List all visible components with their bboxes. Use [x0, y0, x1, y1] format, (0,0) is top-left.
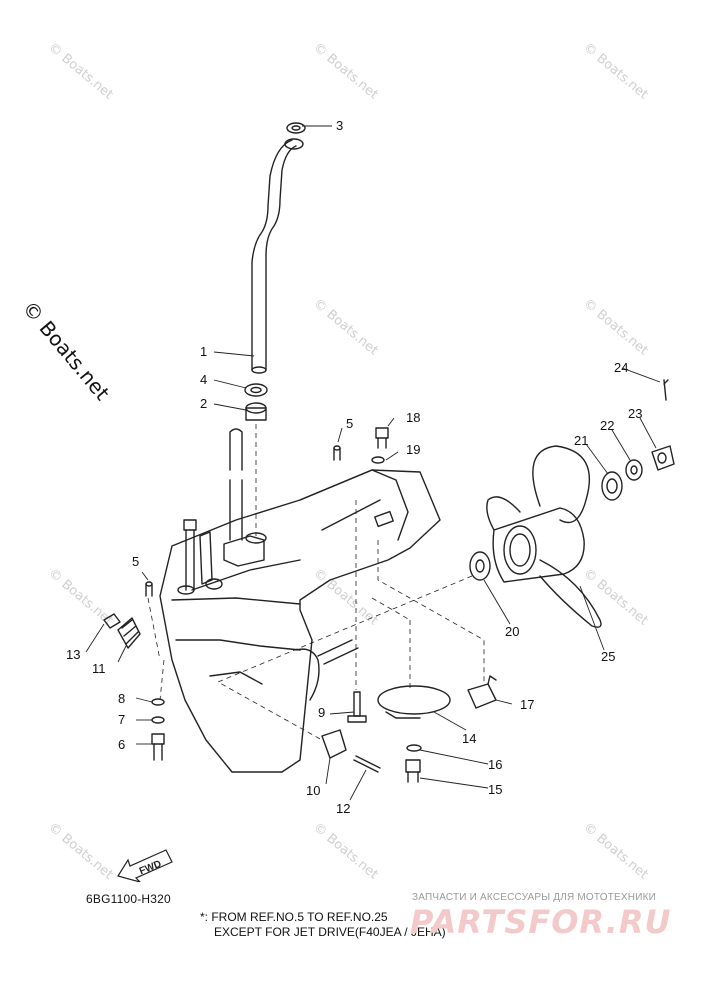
- callout-number: 15: [488, 782, 503, 797]
- callout-number: 13: [66, 647, 81, 662]
- callout-number: 7: [118, 712, 126, 727]
- callout-number: 4: [200, 372, 208, 387]
- callout-number: 5: [132, 554, 140, 569]
- brand-logo: PARTSFOR.RU: [410, 903, 672, 941]
- callout-number: 23: [628, 406, 643, 421]
- callout-number: 17: [520, 697, 535, 712]
- brand-tagline: ЗАПЧАСТИ И АКСЕССУАРЫ ДЛЯ МОТОТЕХНИКИ: [412, 892, 657, 903]
- callout-number: 1: [200, 344, 208, 359]
- diagram-code: 6BG1100-H320: [86, 892, 171, 906]
- callout-number: 8: [118, 691, 126, 706]
- footnote: *: FROM REF.NO.5 TO REF.NO.25 EXCEPT FOR…: [200, 910, 446, 940]
- trim-tab: [377, 685, 451, 715]
- callout-number: 22: [600, 418, 615, 433]
- lower-casing-housing: [159, 469, 441, 773]
- callout-number: 21: [574, 433, 589, 448]
- callout-number: 6: [118, 737, 126, 752]
- grommet: [244, 383, 268, 397]
- callout-number: 20: [505, 624, 520, 639]
- callout-number: 12: [336, 801, 351, 816]
- water-tube: [265, 145, 297, 371]
- footnote-line-1: *: FROM REF.NO.5 TO REF.NO.25: [200, 910, 388, 924]
- callout-number: 18: [406, 410, 421, 425]
- callout-number: 19: [406, 442, 421, 457]
- callout-number: 25: [601, 649, 616, 664]
- callout-number: 16: [488, 757, 503, 772]
- callout-number: 24: [614, 360, 629, 375]
- callout-number: 14: [462, 731, 477, 746]
- callout-number: 9: [318, 705, 326, 720]
- callout-number: 3: [336, 118, 344, 133]
- propeller: [492, 507, 585, 583]
- fwd-arrow-icon: FWD: [117, 849, 173, 882]
- drive-shaft: [229, 428, 243, 541]
- callout-number: 5: [346, 416, 354, 431]
- callout-number: 2: [200, 396, 208, 411]
- callout-number: 11: [92, 661, 106, 676]
- callout-number: 10: [306, 783, 321, 798]
- footnote-line-2: EXCEPT FOR JET DRIVE(F40JEA / JEHA): [214, 925, 446, 939]
